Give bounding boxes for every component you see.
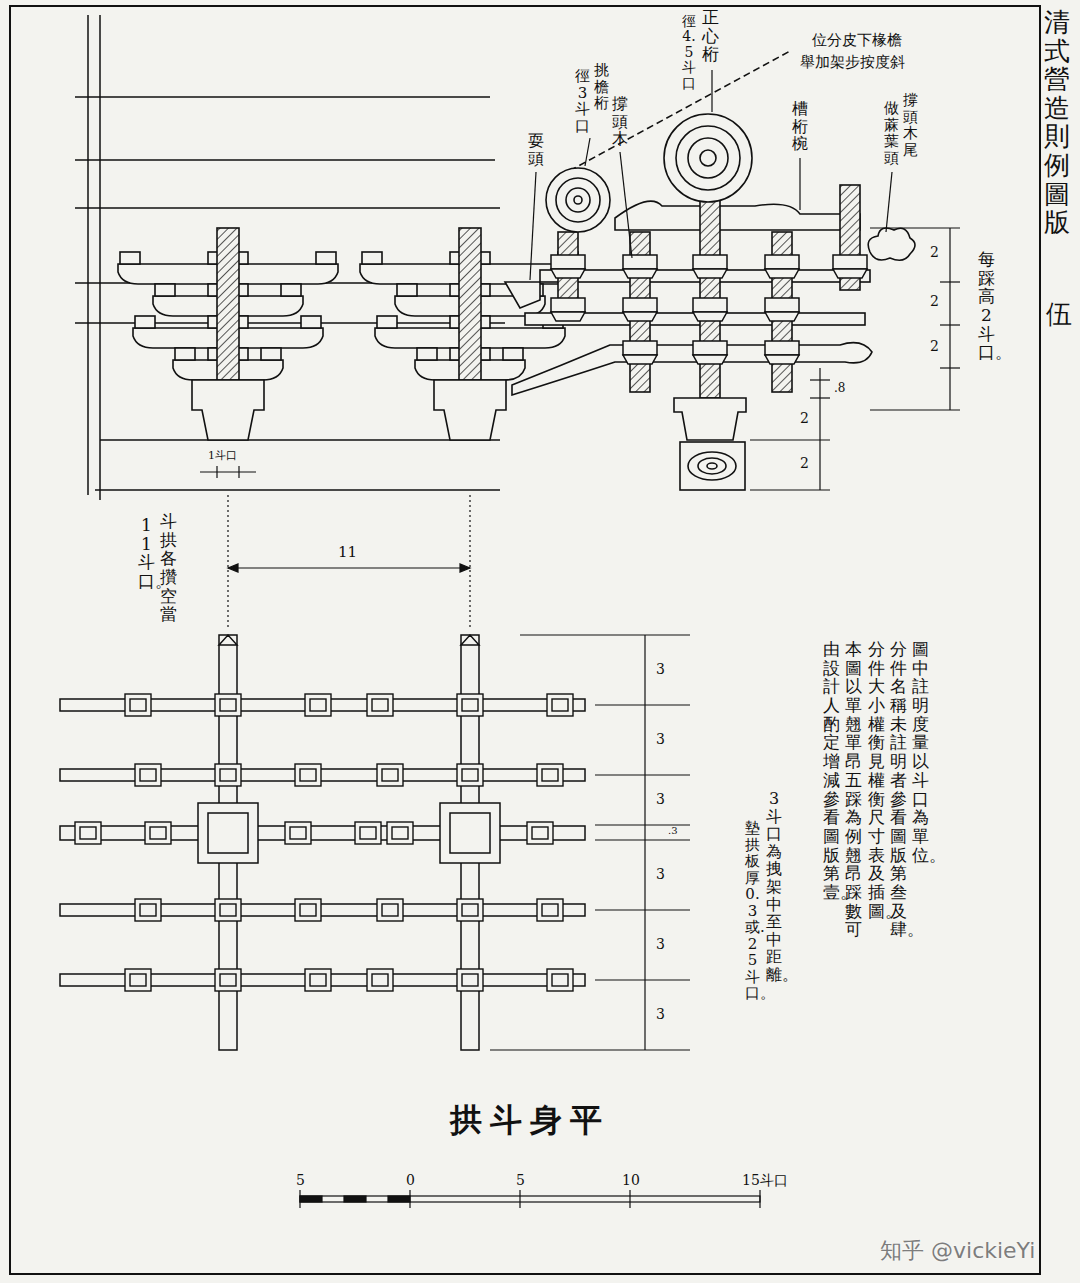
slope-note: 斜度按步架加舉 [800,54,905,71]
dimension-number: 2 [800,410,809,426]
dimension-number: 2 [930,338,939,354]
dimension-number: 2 [930,293,939,309]
dimension-number: 2 [800,455,809,471]
spacing-note: 斗拱各攢空當 [160,512,177,624]
part-name: 正心桁 [702,8,719,64]
dimension-number: 2 [930,244,939,260]
dimension-note: 墊拱板厚0.3或.25斗口。 [745,820,760,1002]
general-note: 由設計人酌定增減參看圖版第壹。 [823,640,840,902]
drawing-title: 平身斗拱 [450,1102,610,1139]
part-name: 挑檐桁 [594,62,609,112]
general-note: 本圖以單翹單昂五踩為例翹昂踩數可 [845,640,862,939]
scale-number: 5 [516,1172,525,1188]
part-name: 耍頭 [528,132,544,167]
dimension-number: .8 [834,382,845,396]
dimension-number: .3 [668,825,678,837]
general-note: 分件大小權衡見權衡尺寸表及插圖。 [868,640,885,920]
dimension-number: 3 [656,1006,665,1022]
dimension-note: 每踩高2斗口。 [978,250,995,362]
spacing-note: 11斗口。 [138,516,155,591]
dimension-number: 3 [656,936,665,952]
scale-number: 0 [406,1172,415,1188]
part-name: 撐頭木 [612,95,628,148]
part-name: 做蔴葉頭 [884,100,899,166]
dimension-number: 1斗口 [208,450,237,463]
dimension-number: 3 [656,731,665,747]
part-name: 撐頭木尾 [903,92,918,158]
part-dimension: 徑3斗口 [575,68,590,134]
watermark: 知乎 @vickieYi [880,1238,1035,1263]
dimension-number: 3 [656,791,665,807]
dimension-number: 3 [656,866,665,882]
scale-number: 15斗口 [742,1172,788,1188]
part-name: 槽桁椀 [792,100,808,153]
slope-note: 檐椽下皮分位 [812,32,902,49]
plate-number: 伍 [1046,300,1072,329]
general-note: 圖中註明度量以斗口為單位。 [912,640,929,864]
dimension-number: 3 [656,661,665,677]
scale-number: 10 [622,1172,640,1188]
general-note: 分件名稱未註明者參看圖版第叁及肆。 [890,640,907,939]
dimension-note: 3斗口為拽架中至中距離。 [766,790,782,984]
scale-number: 5 [296,1172,305,1188]
part-dimension: 徑4.5斗口 [682,14,696,91]
plate-series-title: 清式營造則例圖版 [1044,8,1070,237]
dimension-number: 11 [338,544,357,561]
